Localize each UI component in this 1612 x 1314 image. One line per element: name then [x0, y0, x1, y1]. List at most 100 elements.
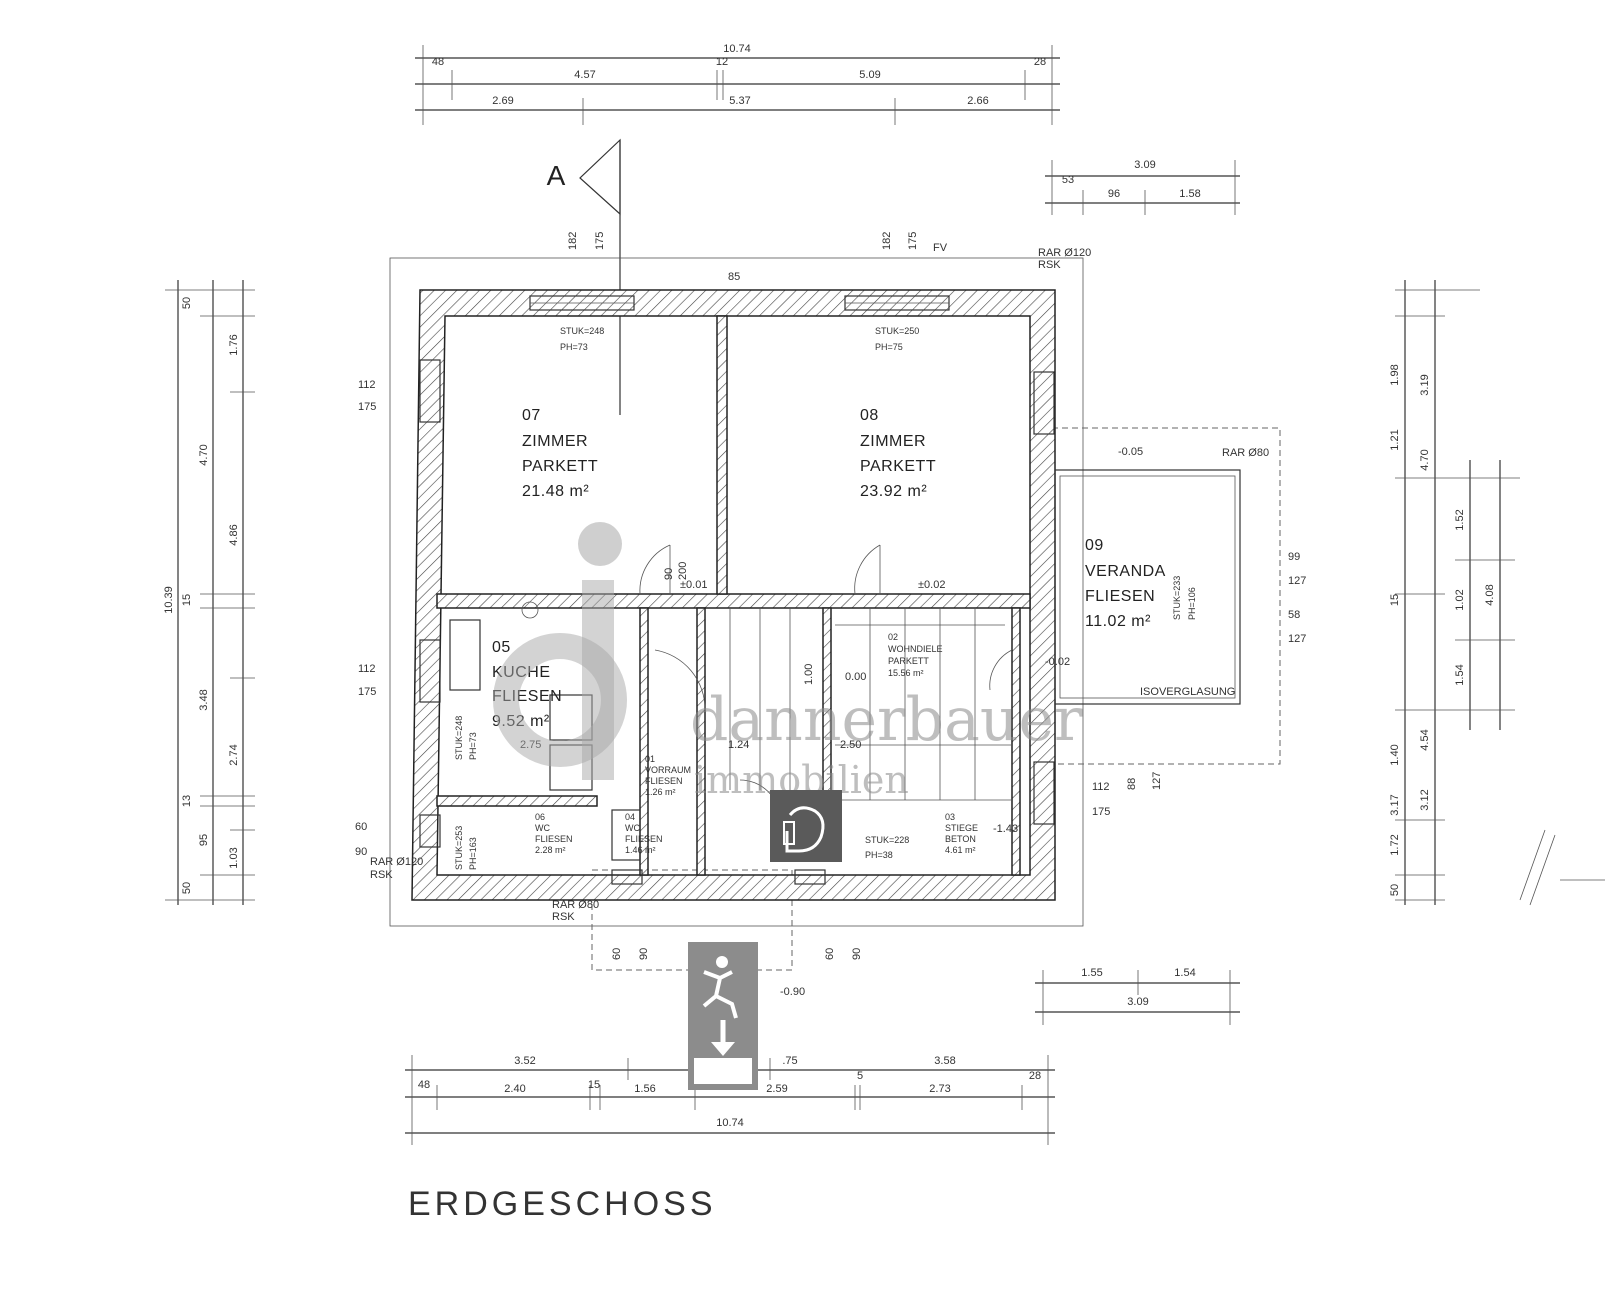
dim-label: 85	[728, 271, 740, 283]
room-area: 21.48 m²	[522, 483, 589, 500]
dim-label: 2.50	[840, 739, 861, 751]
room-floor: FLIESEN	[645, 776, 683, 786]
dim-label: RAR Ø80	[552, 899, 599, 911]
dim-label: 13	[181, 795, 193, 807]
room-area: 4.61 m²	[945, 845, 976, 855]
veranda-outline	[1054, 469, 1241, 705]
door-swings	[639, 544, 1013, 821]
dim-label: 175	[358, 686, 376, 698]
dim-label: 5.09	[859, 69, 880, 81]
room-floor: PARKETT	[860, 458, 936, 475]
room-02: 02 WOHNDIELE PARKETT 15.56 m²	[888, 632, 943, 678]
room-ph: PH=73	[560, 342, 588, 352]
dim-label: 1.24	[728, 739, 749, 751]
room-number: 09	[1085, 537, 1104, 554]
dim-label: 3.12	[1419, 789, 1431, 810]
level-label: ±0.01	[680, 579, 707, 591]
dim-label: 90	[355, 846, 367, 858]
room-name: ZIMMER	[860, 433, 926, 450]
room-ph: PH=73	[468, 732, 478, 760]
dim-label: 48	[432, 56, 444, 68]
dim-label: 60	[824, 948, 836, 960]
dim-label: 15	[1389, 594, 1401, 606]
dim-label: RSK	[1038, 259, 1061, 271]
room-01: 01 VORRAUM FLIESEN 1.26 m²	[645, 754, 691, 797]
dim-label: 1.72	[1389, 834, 1401, 855]
dim-label: 10.39	[163, 586, 175, 614]
room-name: VERANDA	[1085, 563, 1166, 580]
dim-label: 28	[1034, 56, 1046, 68]
dim-label: 127	[1288, 633, 1306, 645]
dim-label: .75	[782, 1055, 797, 1067]
windows	[419, 295, 1055, 885]
dim-label: 96	[1108, 188, 1120, 200]
dim-label: 95	[198, 834, 210, 846]
section-marker-label: A	[547, 160, 566, 191]
dim-label: 175	[358, 401, 376, 413]
room-floor: FLIESEN	[625, 834, 663, 844]
room-ph: PH=75	[875, 342, 903, 352]
room-floor: PARKETT	[522, 458, 598, 475]
dim-label: 50	[1389, 884, 1401, 896]
dim-label: 1.00	[803, 664, 815, 685]
room-number: 03	[945, 812, 955, 822]
dim-label: 15	[588, 1079, 600, 1091]
dim-label: 5	[857, 1070, 863, 1082]
dim-label: 1.40	[1389, 744, 1401, 765]
emergency-exit-sign	[688, 942, 758, 1090]
dim-label: 3.48	[198, 689, 210, 710]
dim-label: 200	[677, 562, 689, 580]
right-dimension-chain: 1.98 3.19 1.21 4.70 15 1.52 1.02 4.08 1.…	[1389, 280, 1605, 906]
level-label: ±0.02	[918, 579, 945, 591]
dim-label: 53	[1062, 174, 1074, 186]
top-dimension-chain: 10.74 48 4.57 12 5.09 28 2.69 5.37 2.66	[415, 43, 1060, 125]
room-name: ZIMMER	[522, 433, 588, 450]
dim-label: 28	[1029, 1070, 1041, 1082]
dim-label: 3.58	[934, 1055, 955, 1067]
left-dimension-chain: 10.39 4.70 4.86 1.76 50 15 3.48 2.74 13 …	[163, 280, 255, 905]
level-label: -1.43	[993, 823, 1018, 835]
room-04: 04 WC FLIESEN 1.46 m²	[625, 812, 663, 855]
dim-label: RSK	[552, 911, 575, 923]
dim-label: 175	[594, 232, 606, 250]
room-stuk: STUK=228	[865, 835, 909, 845]
room-area: 15.56 m²	[888, 668, 924, 678]
room-area: 1.26 m²	[645, 787, 676, 797]
dim-label: 12	[716, 56, 728, 68]
dim-label: 4.70	[198, 444, 210, 465]
dim-label: 2.59	[766, 1083, 787, 1095]
bottom-dimension-chain: 3.52 15 .75 3.58 48 2.40 1.56 2.59 5 2.7…	[405, 1055, 1055, 1145]
room-number: 06	[535, 812, 545, 822]
dim-label: 1.76	[228, 334, 240, 355]
veranda-top-dims: 3.09 53 96 1.58	[1045, 159, 1240, 215]
dim-label: 60	[355, 821, 367, 833]
dim-label: 2.40	[504, 1083, 525, 1095]
dim-label: 15	[181, 594, 193, 606]
dim-label: 182	[567, 232, 579, 250]
room-name: WC	[535, 823, 550, 833]
bottom-overall-dim: 10.74	[716, 1117, 744, 1129]
dim-label: 2.74	[228, 744, 240, 765]
dim-label: 1.58	[1179, 188, 1200, 200]
dim-label: 3.19	[1419, 374, 1431, 395]
dim-label: 58	[1288, 609, 1300, 621]
stairs	[729, 608, 1012, 801]
dim-label: 2.73	[929, 1083, 950, 1095]
room-floor: BETON	[945, 834, 976, 844]
room-area: 23.92 m²	[860, 483, 927, 500]
room-number: 01	[645, 754, 655, 764]
room-number: 04	[625, 812, 635, 822]
dim-label: ISOVERGLASUNG	[1140, 686, 1235, 698]
dim-label: 3.09	[1127, 996, 1148, 1008]
room-stuk: STUK=253	[454, 826, 464, 870]
dim-label: 1.98	[1389, 364, 1401, 385]
room-ph: PH=38	[865, 850, 893, 860]
dim-label: 175	[1092, 806, 1110, 818]
dim-label: 127	[1288, 575, 1306, 587]
level-label: -0.05	[1118, 446, 1143, 458]
room-name: WOHNDIELE	[888, 644, 943, 654]
room-07: 07 ZIMMER PARKETT 21.48 m² STUK=248 PH=7…	[522, 326, 604, 500]
dim-label: 60	[611, 948, 623, 960]
room-area: 11.02 m²	[1085, 613, 1151, 630]
